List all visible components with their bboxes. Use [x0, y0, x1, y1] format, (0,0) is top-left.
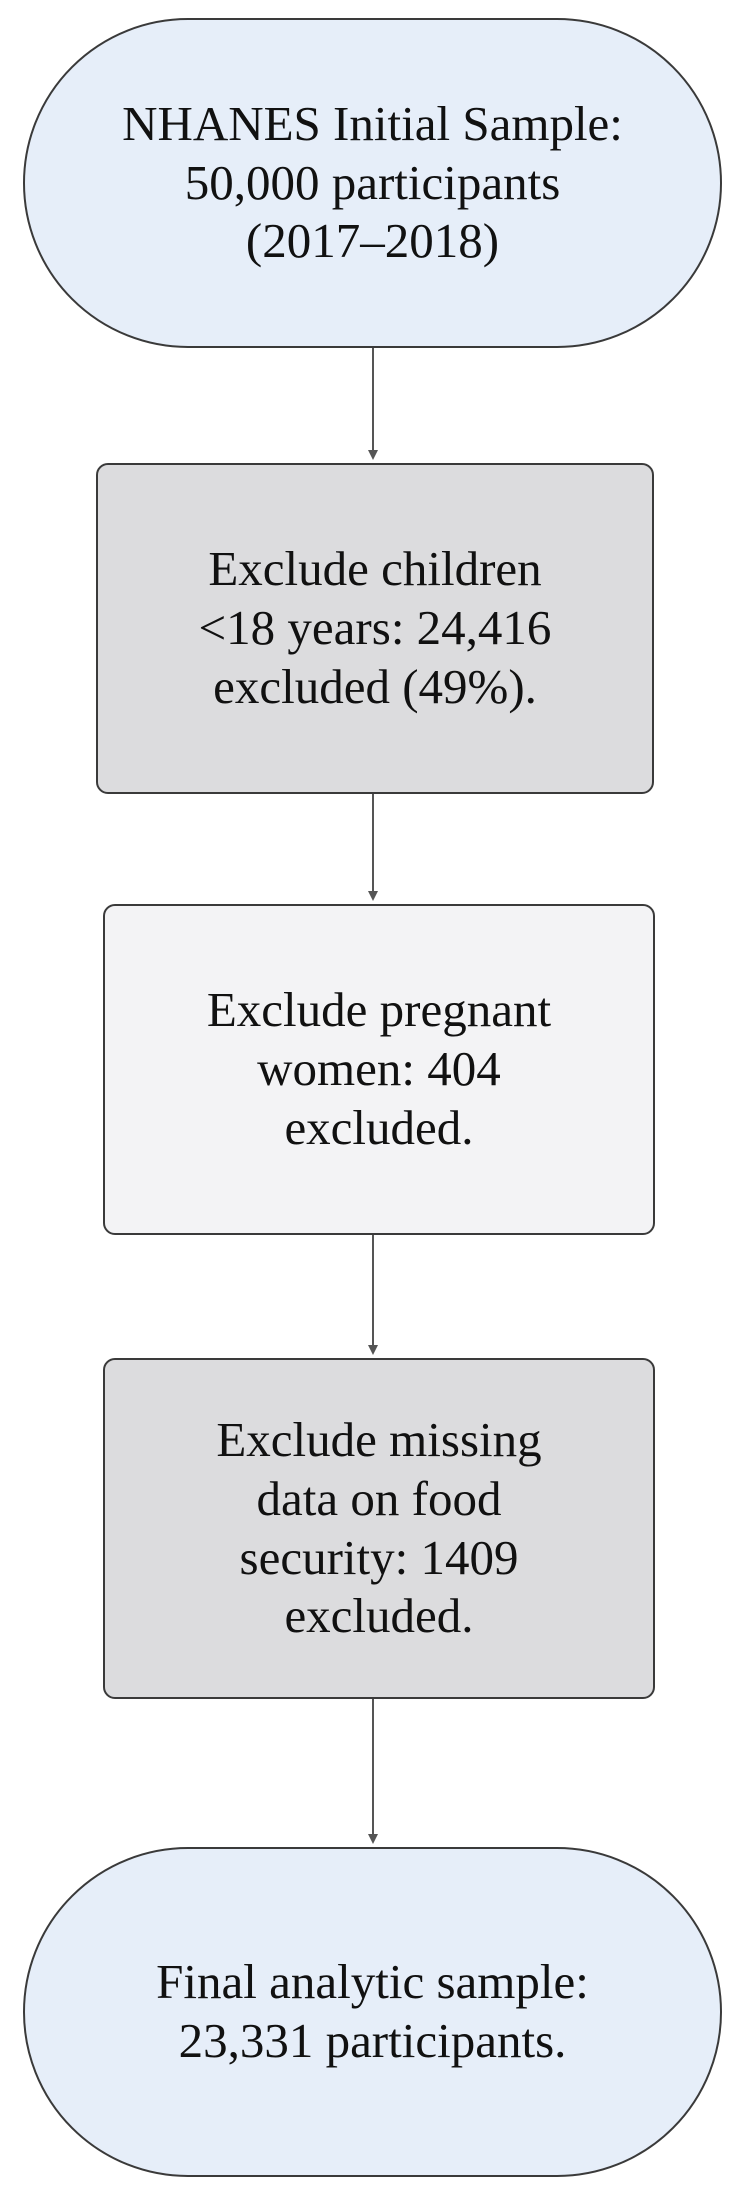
node-line: 23,331 participants.: [178, 2013, 567, 2068]
node-line: excluded.: [284, 1588, 474, 1644]
node-final-sample-text: Final analytic sample: 23,331 participan…: [156, 1953, 589, 2071]
node-exclude-pregnant-text: Exclude pregnant women: 404 excluded.: [207, 981, 551, 1157]
node-exclude-missing: Exclude missing data on food security: 1…: [103, 1358, 655, 1699]
node-line: Exclude missing: [216, 1411, 542, 1467]
node-initial-sample-text: NHANES Initial Sample: 50,000 participan…: [122, 95, 623, 271]
node-line: Exclude children: [208, 541, 542, 597]
node-final-sample: Final analytic sample: 23,331 participan…: [23, 1847, 722, 2177]
node-line: security: 1409: [239, 1529, 519, 1585]
node-line: excluded (49%).: [213, 658, 537, 714]
node-line: excluded.: [284, 1099, 474, 1155]
node-line: Exclude pregnant: [206, 982, 552, 1038]
node-exclude-children: Exclude children <18 years: 24,416 exclu…: [96, 463, 654, 794]
node-exclude-children-text: Exclude children <18 years: 24,416 exclu…: [199, 540, 552, 716]
node-line: Final analytic sample:: [156, 1954, 589, 2010]
node-line: women: 404: [257, 1041, 501, 1097]
node-exclude-pregnant: Exclude pregnant women: 404 excluded.: [103, 904, 655, 1235]
node-line: data on food: [256, 1470, 502, 1526]
node-line: (2017–2018): [245, 213, 500, 269]
node-line: NHANES Initial Sample:: [122, 95, 623, 151]
node-initial-sample: NHANES Initial Sample: 50,000 participan…: [23, 18, 722, 348]
node-line: <18 years: 24,416: [198, 600, 552, 656]
node-exclude-missing-text: Exclude missing data on food security: 1…: [216, 1411, 541, 1646]
node-line: 50,000 participants: [184, 154, 561, 210]
